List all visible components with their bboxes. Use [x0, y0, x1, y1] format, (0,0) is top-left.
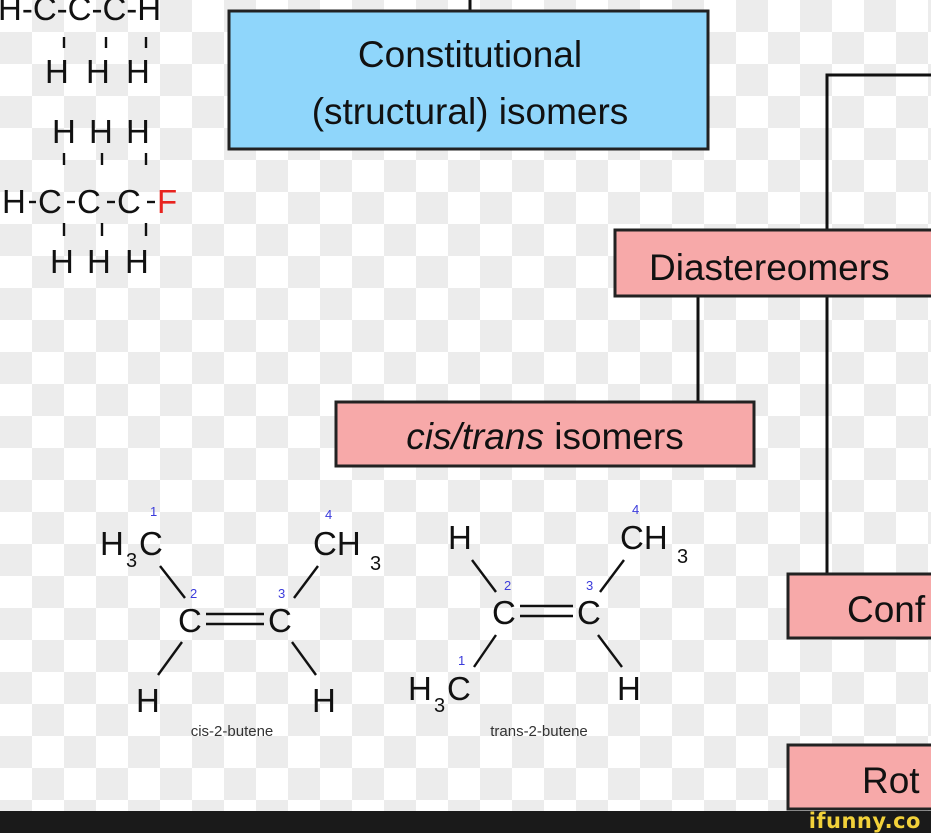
cis-h-right: H — [312, 682, 336, 719]
cis-h3-h: H — [100, 525, 124, 562]
cis-c3: C — [268, 602, 292, 639]
constitutional-isomers-box: Constitutional (structural) isomers — [227, 9, 710, 151]
cis-num-1: 1 — [150, 504, 157, 519]
cis-c2: C — [178, 602, 202, 639]
trans-h3-h: H — [408, 670, 432, 707]
propane-top-row: H-C-C-C-H — [0, 0, 161, 27]
cis-2-butene-structure: H 3 C 1 CH 3 4 C 2 C 3 H H cis-2-butene — [100, 504, 381, 740]
cis-h3-c: C — [139, 525, 163, 562]
fp-c-2: C — [77, 183, 101, 220]
cis-h3-sub: 3 — [126, 550, 137, 572]
fp-h-top-3: H — [126, 113, 150, 150]
trans-2-butene-structure: H CH 3 4 C 2 C 3 H 3 C 1 H trans-2-buten… — [408, 502, 688, 740]
trans-h-right: H — [617, 670, 641, 707]
propane-h-3: H — [126, 53, 150, 90]
trans-caption: trans-2-butene — [490, 723, 588, 740]
fluoropropane-structure: H H H H C C C F H H H — [2, 113, 177, 280]
trans-num-1: 1 — [458, 653, 465, 668]
fp-c-1: C — [38, 183, 62, 220]
trans-num-2: 2 — [504, 578, 511, 593]
fluorine-atom: F — [157, 183, 177, 220]
connector-diastereomers-up — [825, 73, 931, 230]
conf-label: Conf — [847, 589, 926, 630]
propane-h-2: H — [86, 53, 110, 90]
conformers-box-partial: Conf — [786, 572, 931, 640]
footer-bar: ifunny.co — [0, 809, 931, 833]
cis-num-3: 3 — [278, 586, 285, 601]
fp-h-bot-1: H — [50, 243, 74, 280]
cis-ch3-ch: CH — [313, 525, 361, 562]
trans-ch3-ch: CH — [620, 519, 668, 556]
rot-label: Rot — [862, 760, 920, 801]
propane-h-1: H — [45, 53, 69, 90]
trans-h3-c: C — [447, 670, 471, 707]
fp-h-left: H — [2, 183, 26, 220]
rotamers-box-partial: Rot — [786, 743, 931, 811]
constitutional-line1: Constitutional — [358, 34, 582, 75]
trans-c3: C — [577, 594, 601, 631]
trans-ch3-sub: 3 — [677, 546, 688, 568]
fp-h-bot-3: H — [125, 243, 149, 280]
diastereomers-box: Diastereomers — [613, 228, 931, 298]
constitutional-line2: (structural) isomers — [312, 91, 629, 132]
fp-h-bot-2: H — [87, 243, 111, 280]
fp-h-top-2: H — [89, 113, 113, 150]
cis-ch3-sub: 3 — [370, 553, 381, 575]
fp-h-top-1: H — [52, 113, 76, 150]
cis-trans-rest: isomers — [544, 416, 684, 457]
cis-trans-label: cis/trans isomers — [406, 416, 684, 457]
cis-trans-italic: cis/trans — [406, 416, 544, 457]
ifunny-watermark: ifunny.co — [808, 809, 921, 833]
cis-num-4: 4 — [325, 507, 332, 522]
trans-h3-sub: 3 — [434, 695, 445, 717]
propane-structure-partial: H-C-C-C-H H H H — [0, 0, 161, 90]
cis-h-left: H — [136, 682, 160, 719]
cis-num-2: 2 — [190, 586, 197, 601]
fp-c-3: C — [117, 183, 141, 220]
trans-num-4: 4 — [632, 502, 639, 517]
diastereomers-label: Diastereomers — [649, 247, 890, 288]
cis-trans-isomers-box: cis/trans isomers — [334, 400, 756, 468]
trans-num-3: 3 — [586, 578, 593, 593]
trans-h-top: H — [448, 519, 472, 556]
cis-caption: cis-2-butene — [191, 723, 274, 740]
trans-c2: C — [492, 594, 516, 631]
